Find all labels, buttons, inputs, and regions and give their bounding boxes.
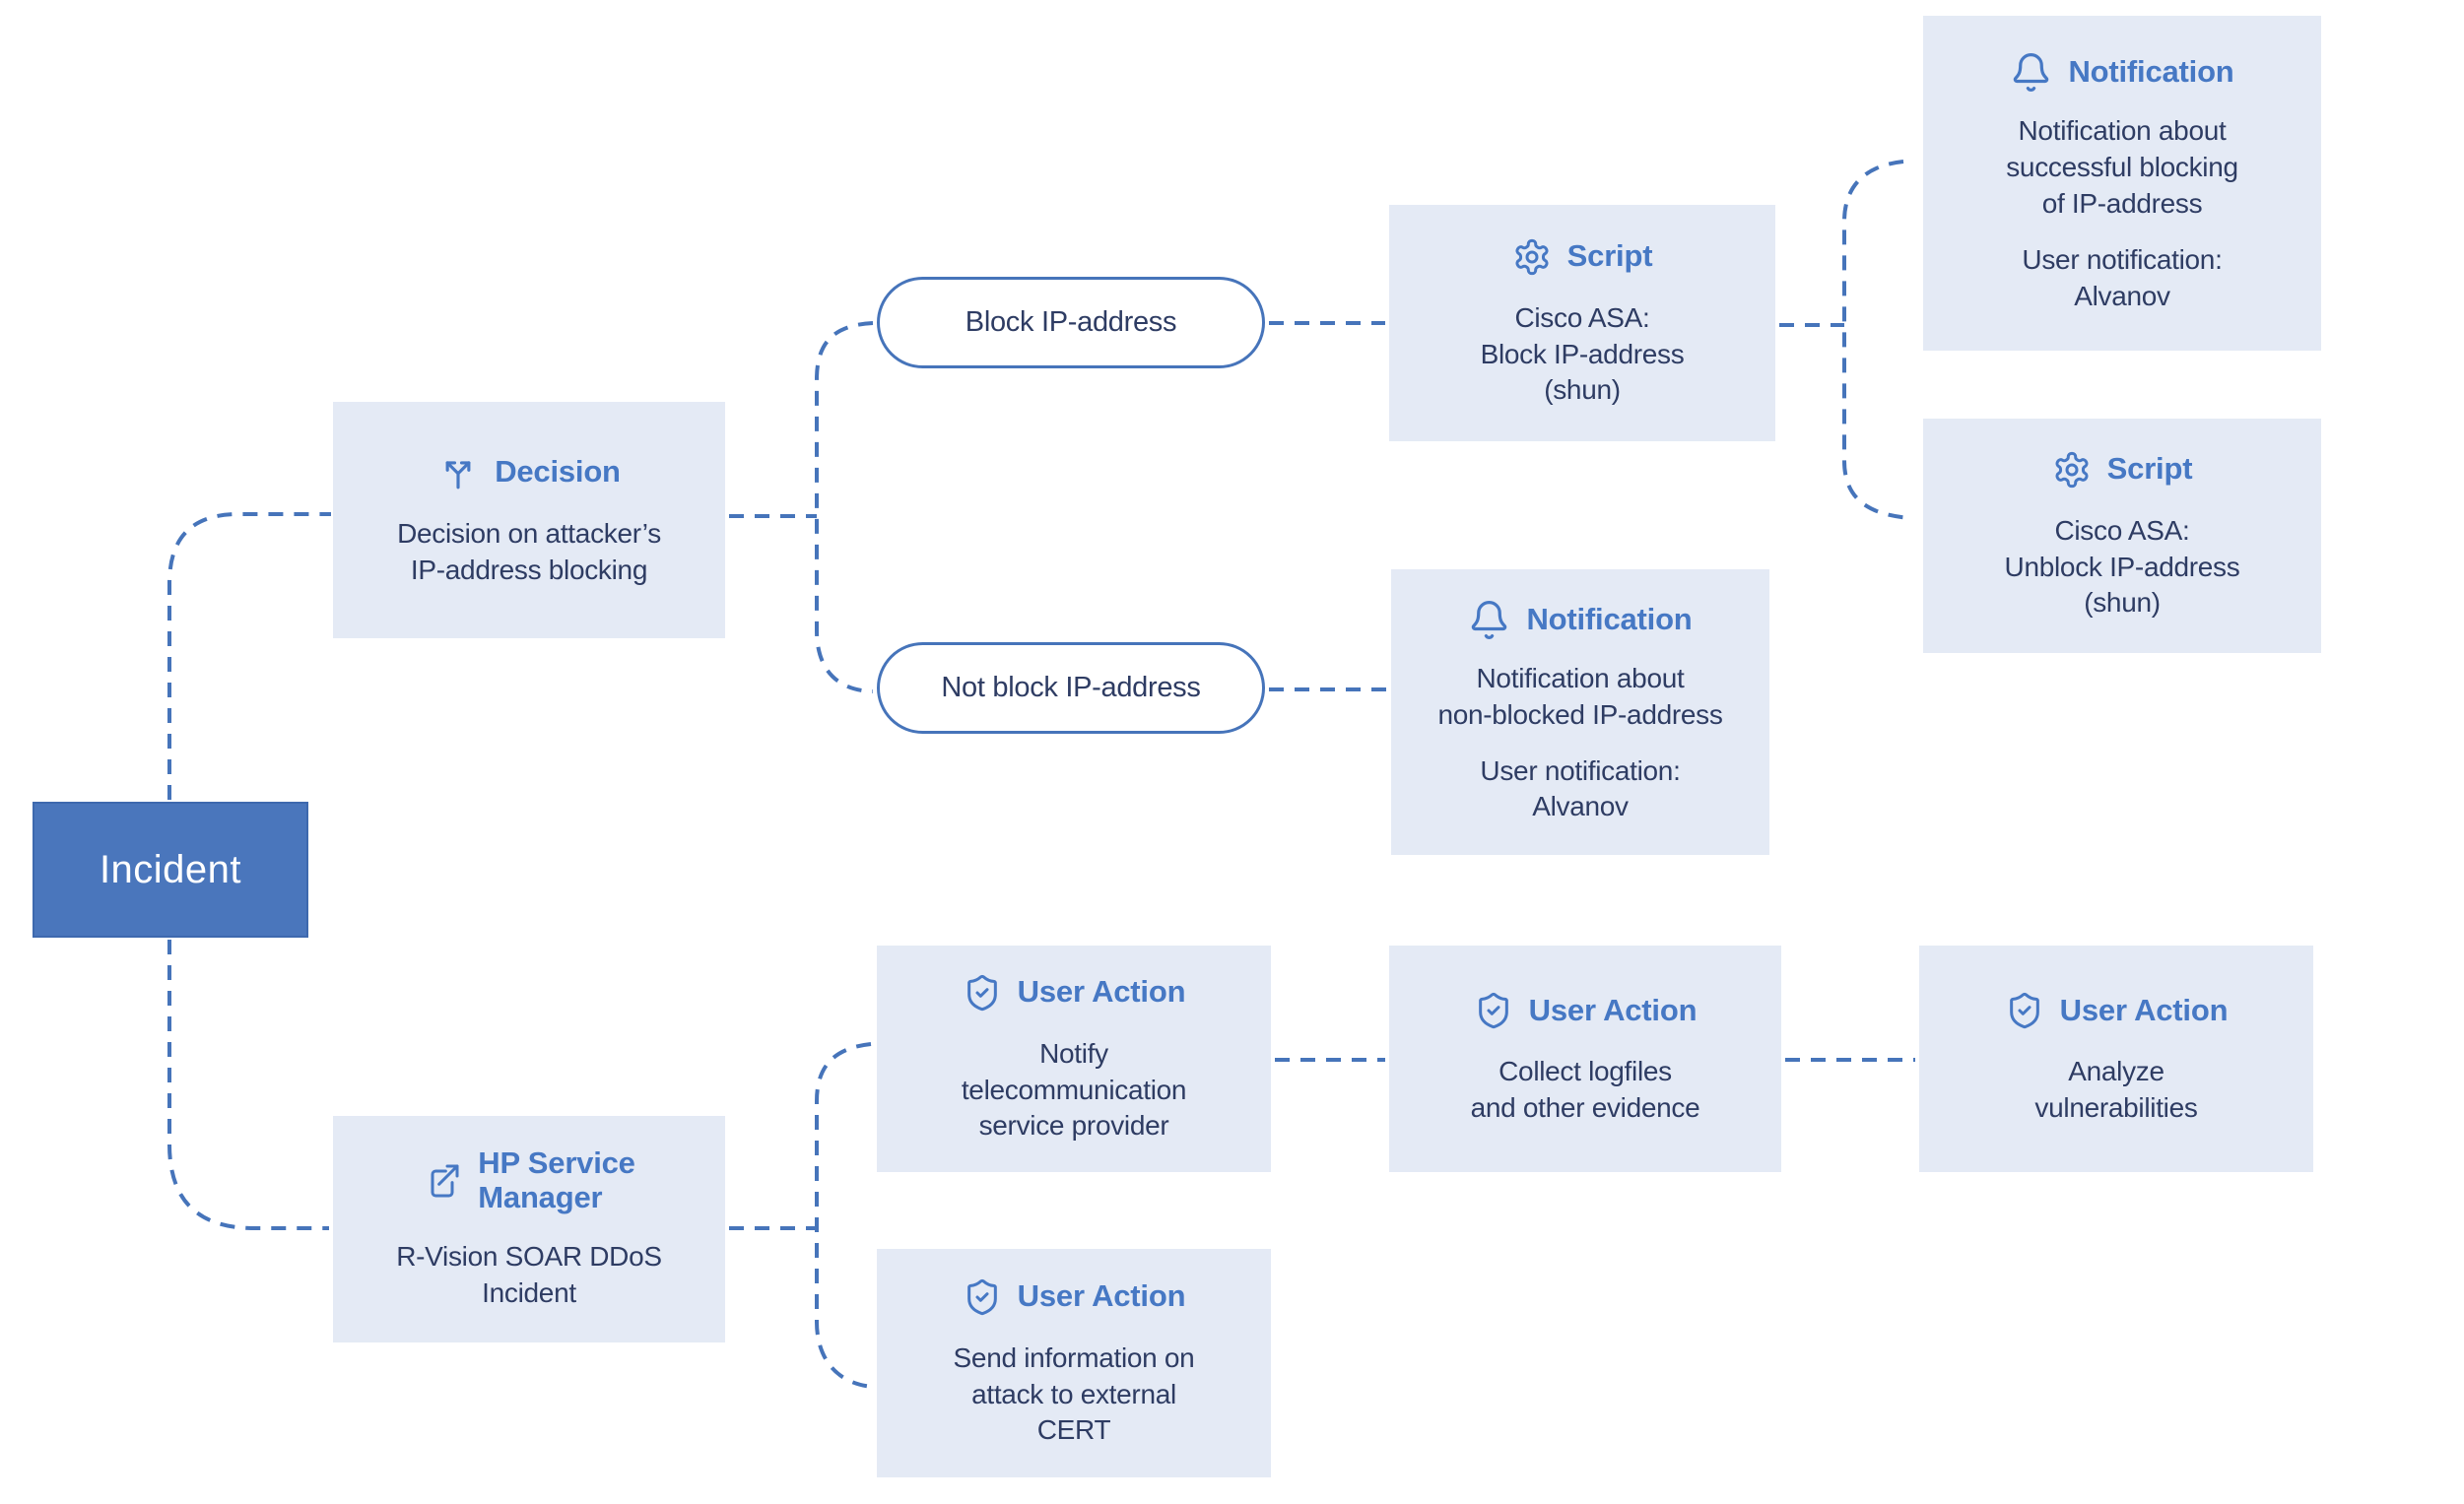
shield-check-icon	[1474, 991, 1513, 1030]
node-body: Cisco ASA: Block IP-address (shun)	[1480, 301, 1685, 406]
external-link-icon	[423, 1161, 462, 1201]
node-user-action-send-cert[interactable]: User Action Send information on attack t…	[877, 1249, 1271, 1477]
branch-option-not-block-ip[interactable]: Not block IP-address	[877, 642, 1265, 734]
node-type-label: Decision	[495, 453, 621, 489]
node-user-action-analyze-vulnerabilities[interactable]: User Action Analyze vulnerabilities	[1919, 946, 2313, 1172]
connector-incident-hpsm	[167, 940, 329, 1230]
node-script-block-ip[interactable]: Script Cisco ASA: Block IP-address (shun…	[1389, 205, 1775, 441]
node-body: Notify telecommunication service provide…	[961, 1037, 1187, 1142]
bell-icon	[2010, 51, 2052, 94]
node-type-label: User Action	[1017, 974, 1186, 1010]
shield-check-icon	[963, 1277, 1002, 1317]
node-hp-service-manager[interactable]: HP Service Manager R-Vision SOAR DDoS In…	[333, 1116, 725, 1342]
node-header: User Action	[2005, 991, 2229, 1030]
node-decision[interactable]: Decision Decision on attacker’s IP-addre…	[333, 402, 725, 638]
node-body-user: User notification: Alvanov	[1480, 754, 1681, 822]
node-type-label: Notification	[2068, 54, 2234, 90]
node-type-label: Notification	[1526, 601, 1693, 636]
connector-incident-decision	[167, 512, 331, 800]
node-header: Notification	[2010, 51, 2234, 94]
connector-hpsm-branch-fork	[815, 1042, 874, 1389]
node-header: Script	[2052, 450, 2193, 490]
node-header: User Action	[963, 1277, 1186, 1317]
connector-decision-branch-fork	[815, 321, 874, 693]
node-header: User Action	[963, 973, 1186, 1013]
node-type-label: User Action	[1017, 1278, 1186, 1314]
node-body: Cisco ASA: Unblock IP-address (shun)	[2004, 514, 2240, 619]
node-body: Analyze vulnerabilities	[2034, 1056, 2198, 1123]
branch-option-block-ip[interactable]: Block IP-address	[877, 277, 1265, 368]
node-body: Collect logfiles and other evidence	[1470, 1056, 1700, 1123]
node-header: Notification	[1468, 599, 1693, 641]
branch-option-label: Block IP-address	[965, 306, 1177, 338]
node-type-label: HP Service Manager	[478, 1145, 635, 1215]
gear-icon	[2052, 450, 2092, 490]
node-script-unblock-ip[interactable]: Script Cisco ASA: Unblock IP-address (sh…	[1923, 419, 2321, 653]
node-body: Decision on attacker’s IP-address blocki…	[397, 518, 661, 585]
node-header: User Action	[1474, 991, 1698, 1030]
node-header: Decision	[437, 451, 621, 492]
node-body: R-Vision SOAR DDoS Incident	[396, 1240, 662, 1308]
connector-script-branch-fork	[1842, 160, 1912, 520]
node-type-label: User Action	[2059, 992, 2229, 1027]
shield-check-icon	[963, 973, 1002, 1013]
node-notification-not-blocked[interactable]: Notification Notification about non-bloc…	[1391, 569, 1769, 855]
node-type-label: Script	[2106, 451, 2193, 487]
node-header: HP Service Manager	[423, 1145, 635, 1215]
node-body-user: User notification: Alvanov	[2022, 243, 2223, 311]
node-type-label: Script	[1566, 238, 1653, 274]
node-user-action-collect-evidence[interactable]: User Action Collect logfiles and other e…	[1389, 946, 1781, 1172]
node-type-label: User Action	[1528, 992, 1698, 1027]
node-body: Notification about non-blocked IP-addres…	[1437, 662, 1723, 730]
node-user-action-notify-provider[interactable]: User Action Notify telecommunication ser…	[877, 946, 1271, 1172]
incident-label: Incident	[99, 847, 242, 891]
node-incident[interactable]: Incident	[33, 802, 308, 938]
node-body: Notification about successful blocking o…	[2006, 115, 2238, 220]
branch-option-label: Not block IP-address	[941, 672, 1201, 703]
shield-check-icon	[2005, 991, 2044, 1030]
node-body: Send information on attack to external C…	[953, 1341, 1195, 1446]
branch-icon	[437, 451, 479, 492]
gear-icon	[1512, 237, 1552, 277]
bell-icon	[1468, 599, 1510, 641]
node-notification-blocked[interactable]: Notification Notification about successf…	[1923, 16, 2321, 351]
node-header: Script	[1512, 237, 1653, 277]
